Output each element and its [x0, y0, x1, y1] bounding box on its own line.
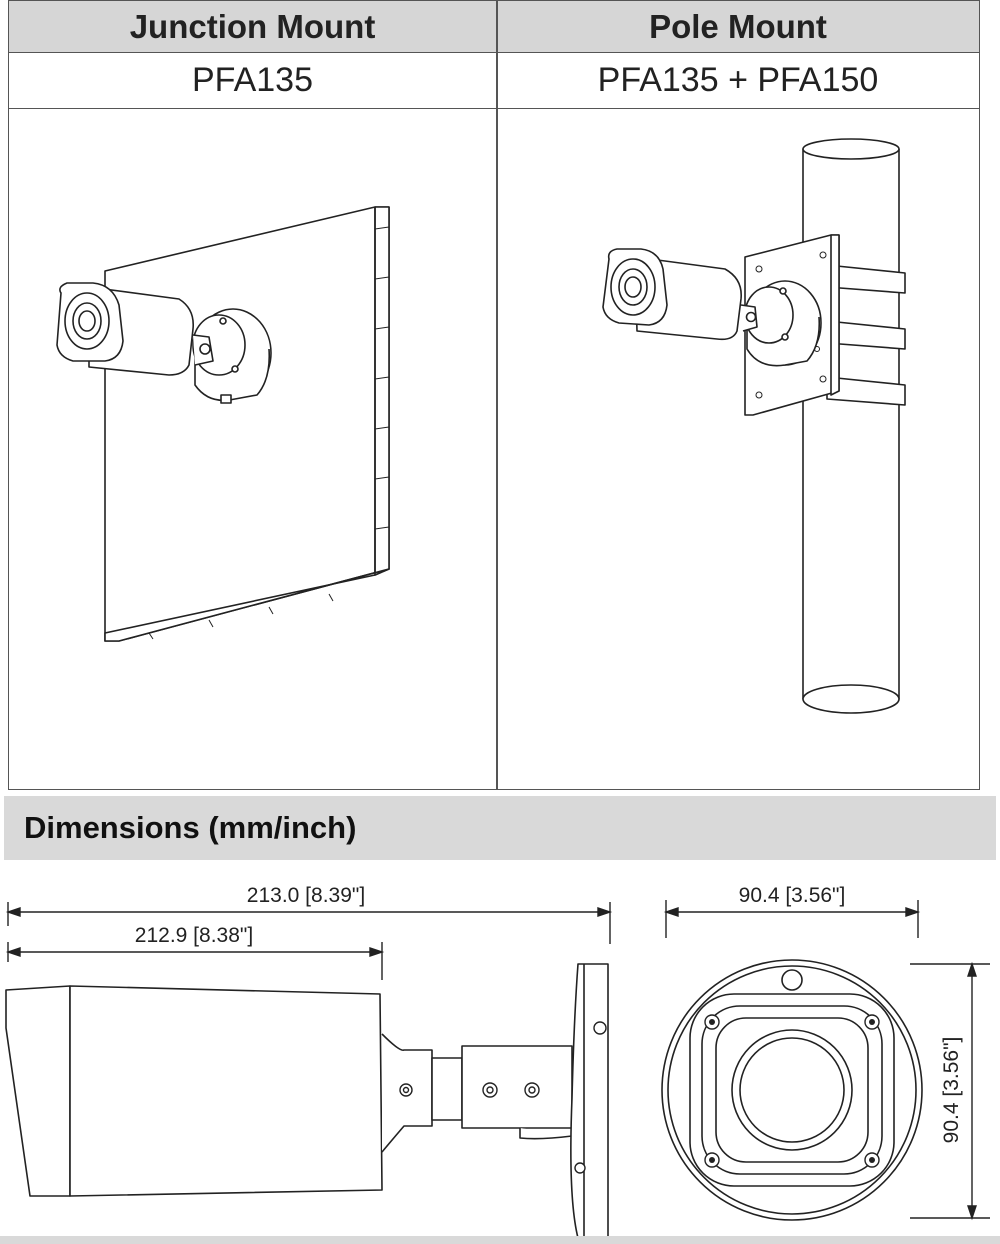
pole-mount-header: Pole Mount [649, 7, 827, 45]
side-view-drawing: 213.0 [8.39"] 212.9 [8.38"] [5, 884, 613, 1239]
mount-header-row: Junction Mount Pole Mount [9, 1, 979, 53]
dimensions-section-title: Dimensions (mm/inch) [24, 810, 357, 845]
front-view-drawing: 90.4 [3.56"] 90.4 [3.56"] [661, 884, 990, 1221]
bottom-section-bar [0, 1236, 1000, 1244]
mount-illustrations [9, 109, 979, 789]
pole-mount-model: PFA135 + PFA150 [597, 61, 879, 99]
junction-mount-header: Junction Mount [129, 7, 376, 45]
junction-mount-illustration [56, 206, 390, 642]
pole-mount-illustration [602, 138, 906, 714]
overall-length-label: 213.0 [8.39"] [247, 884, 365, 907]
mount-model-row: PFA135 PFA135 + PFA150 [9, 53, 979, 109]
junction-mount-model: PFA135 [192, 61, 313, 99]
mount-table: Junction Mount Pole Mount PFA135 PFA135 … [8, 0, 980, 790]
front-height-label: 90.4 [3.56"] [940, 1037, 963, 1144]
front-width-label: 90.4 [3.56"] [739, 884, 846, 907]
body-length-label: 212.9 [8.38"] [135, 924, 253, 947]
column-divider [496, 1, 498, 789]
dimensions-section-header: Dimensions (mm/inch) [4, 796, 996, 860]
dimension-drawings: 213.0 [8.39"] 212.9 [8.38"] [0, 868, 1000, 1244]
